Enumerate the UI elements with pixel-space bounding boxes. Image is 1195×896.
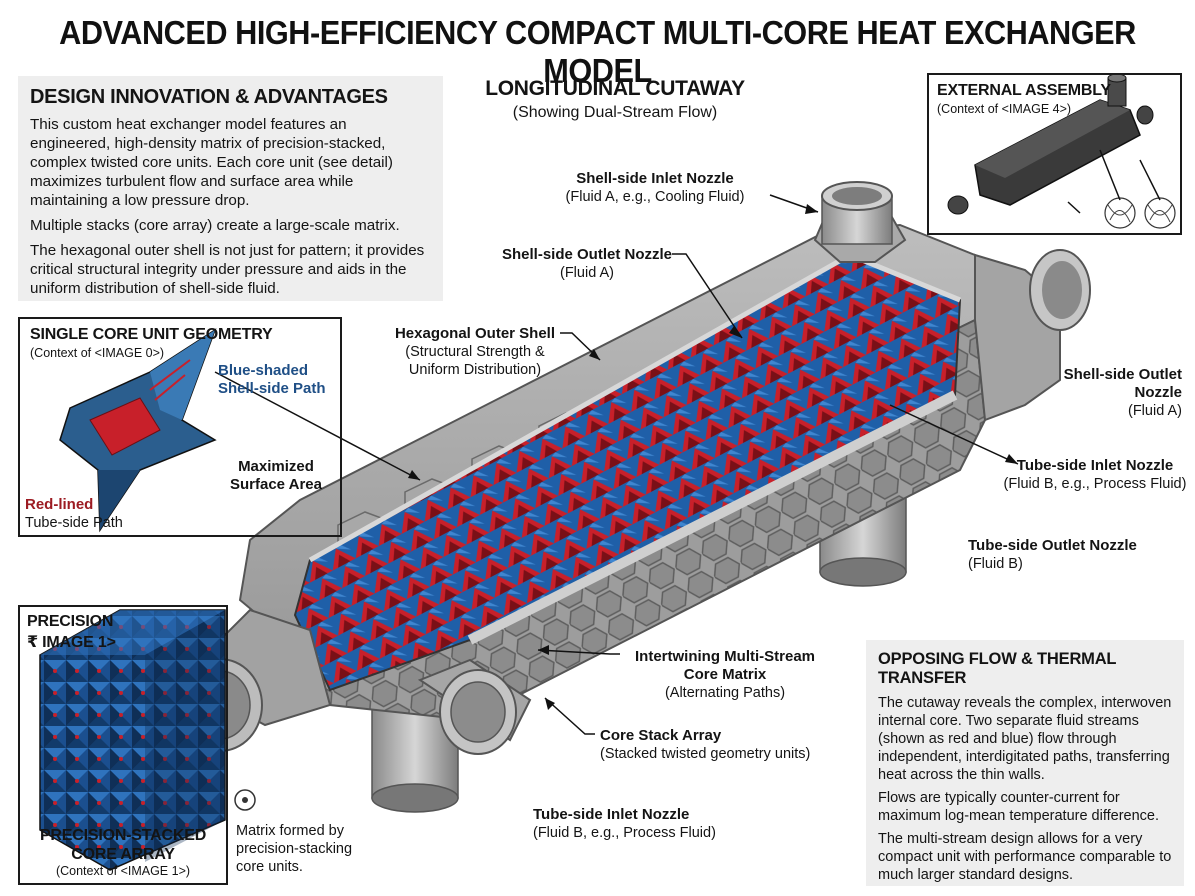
external-heading: EXTERNAL ASSEMBLY bbox=[937, 82, 1111, 99]
design-paragraph-1: This custom heat exchanger model feature… bbox=[30, 116, 393, 209]
page-title: ADVANCED HIGH-EFFICIENCY COMPACT MULTI-C… bbox=[59, 14, 1136, 89]
precision-box bbox=[18, 605, 228, 885]
maximized-surface-label: Maximized Surface Area bbox=[230, 458, 322, 493]
precision-image-ref: ₹ IMAGE 1> bbox=[27, 634, 116, 651]
label-shell-outlet-right: Shell-side Outlet Nozzle (Fluid A) bbox=[1063, 366, 1182, 419]
single-core-heading: SINGLE CORE UNIT GEOMETRY bbox=[30, 326, 273, 343]
design-paragraph-3: The hexagonal outer shell is not just fo… bbox=[30, 242, 425, 297]
label-core-stack: Core Stack Array (Stacked twisted geomet… bbox=[600, 727, 811, 762]
label-tube-outlet: Tube-side Outlet Nozzle (Fluid B) bbox=[968, 537, 1137, 572]
opposing-paragraph-3: The multi-stream design allows for a ver… bbox=[878, 831, 1172, 883]
design-paragraph-2: Multiple stacks (core array) create a la… bbox=[30, 217, 400, 234]
cutaway-subheading: (Showing Dual-Stream Flow) bbox=[512, 104, 718, 121]
label-shell-outlet-left: Shell-side Outlet Nozzle (Fluid A) bbox=[501, 246, 673, 281]
precision-context: (Context of <IMAGE 1>) bbox=[55, 864, 191, 878]
tube-side-path-label: Tube-side Path bbox=[25, 515, 123, 531]
precision-heading-top: PRECISION bbox=[27, 613, 114, 630]
opposing-paragraph-2: Flows are typically counter-current for … bbox=[878, 790, 1159, 824]
single-core-context: (Context of <IMAGE 0>) bbox=[30, 346, 165, 360]
label-shell-inlet: Shell-side Inlet Nozzle (Fluid A, e.g., … bbox=[565, 170, 745, 205]
label-tube-inlet-bottom: Tube-side Inlet Nozzle (Fluid B, e.g., P… bbox=[533, 806, 716, 841]
label-core-matrix: Intertwining Multi-Stream Core Matrix (A… bbox=[635, 648, 815, 701]
opposing-flow-panel: OPPOSING FLOW & THERMAL TRANSFER The cut… bbox=[866, 640, 1184, 886]
design-innovation-panel: DESIGN INNOVATION & ADVANTAGES This cust… bbox=[18, 76, 443, 301]
opposing-paragraph-1: The cutaway reveals the complex, interwo… bbox=[878, 695, 1172, 783]
design-heading: DESIGN INNOVATION & ADVANTAGES bbox=[30, 86, 388, 108]
opposing-heading: OPPOSING FLOW & THERMAL TRANSFER bbox=[878, 650, 1117, 687]
cutaway-heading: LONGITUDINAL CUTAWAY bbox=[485, 77, 745, 100]
blue-shaded-label: Blue-shaded Shell-side Path bbox=[218, 362, 326, 397]
label-tube-inlet-right: Tube-side Inlet Nozzle (Fluid B, e.g., P… bbox=[1003, 457, 1187, 492]
single-core-box: SINGLE CORE UNIT GEOMETRY (Context of <I… bbox=[18, 317, 342, 537]
external-context: (Context of <IMAGE 4>) bbox=[937, 102, 1072, 116]
red-lined-label: Red-lined bbox=[25, 496, 94, 513]
cutaway-heading-block: LONGITUDINAL CUTAWAY (Showing Dual-Strea… bbox=[470, 77, 760, 122]
matrix-note: Matrix formed by precision-stacking core… bbox=[236, 823, 353, 875]
external-assembly-box: EXTERNAL ASSEMBLY (Context of <IMAGE 4>) bbox=[927, 73, 1182, 235]
precision-heading-bottom: PRECISION-STACKED CORE ARRAY bbox=[39, 827, 207, 863]
label-hex-shell: Hexagonal Outer Shell (Structural Streng… bbox=[394, 325, 556, 378]
